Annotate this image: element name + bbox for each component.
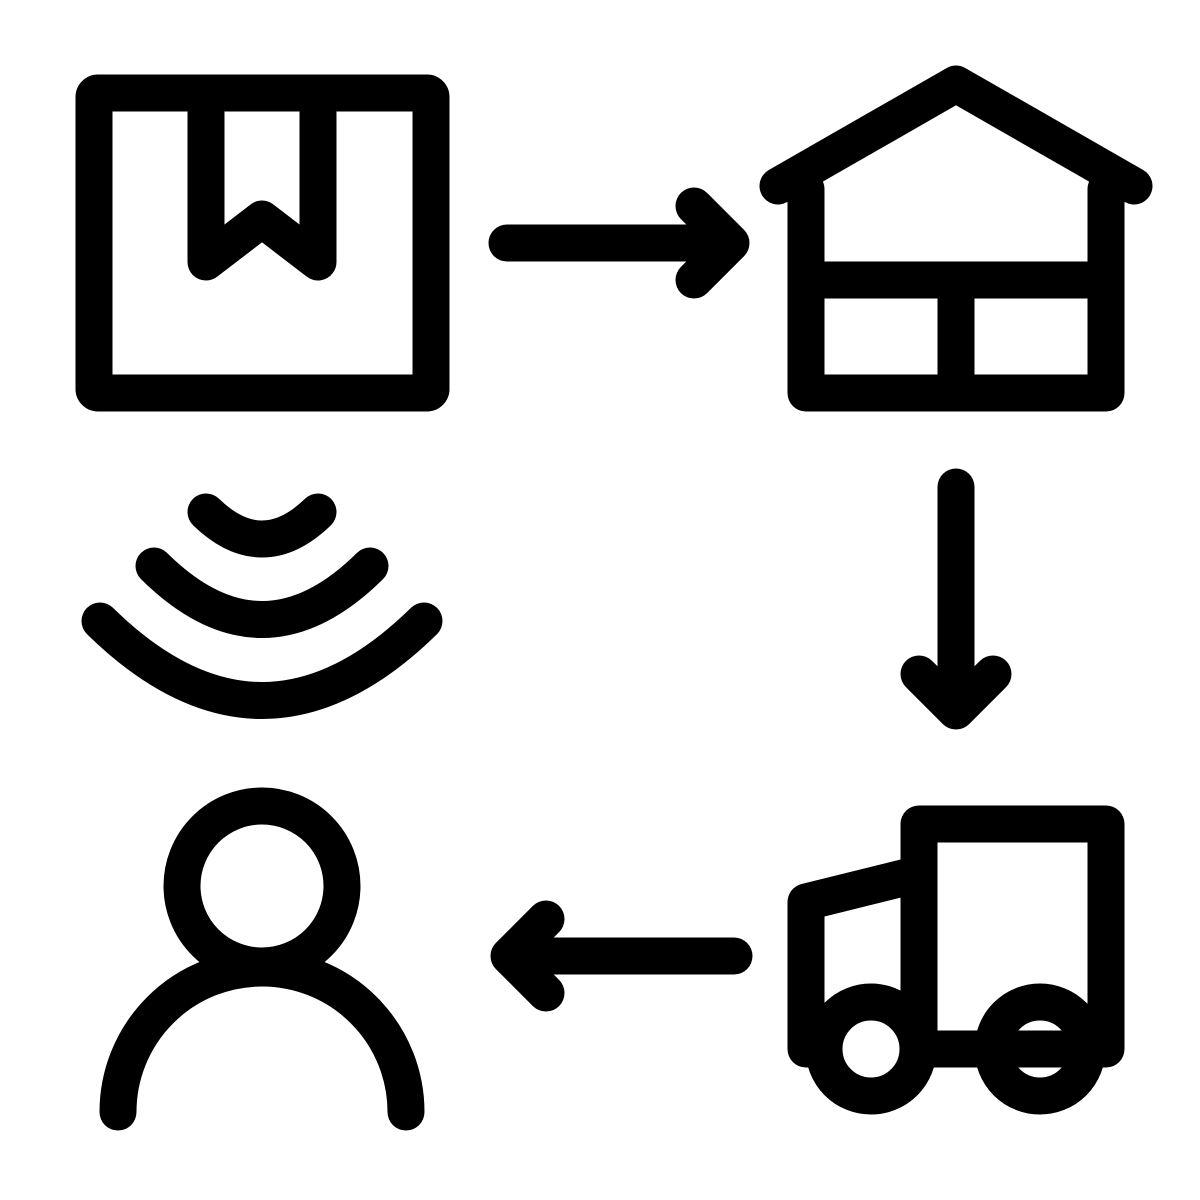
arrow-down-icon: [900, 468, 1012, 730]
front-wheel: [805, 983, 937, 1115]
arrow-right-icon: [488, 187, 750, 299]
arrow-left-icon: [490, 900, 753, 1012]
warehouse-icon: [759, 65, 1153, 412]
person-shoulders: [99, 949, 425, 1131]
delivery-truck-icon: [787, 805, 1125, 1115]
package-box-icon: [75, 74, 450, 412]
wireless-signal-icon: [81, 493, 443, 719]
person-icon: [99, 787, 425, 1131]
person-head: [163, 787, 361, 985]
rear-wheel: [974, 983, 1106, 1115]
